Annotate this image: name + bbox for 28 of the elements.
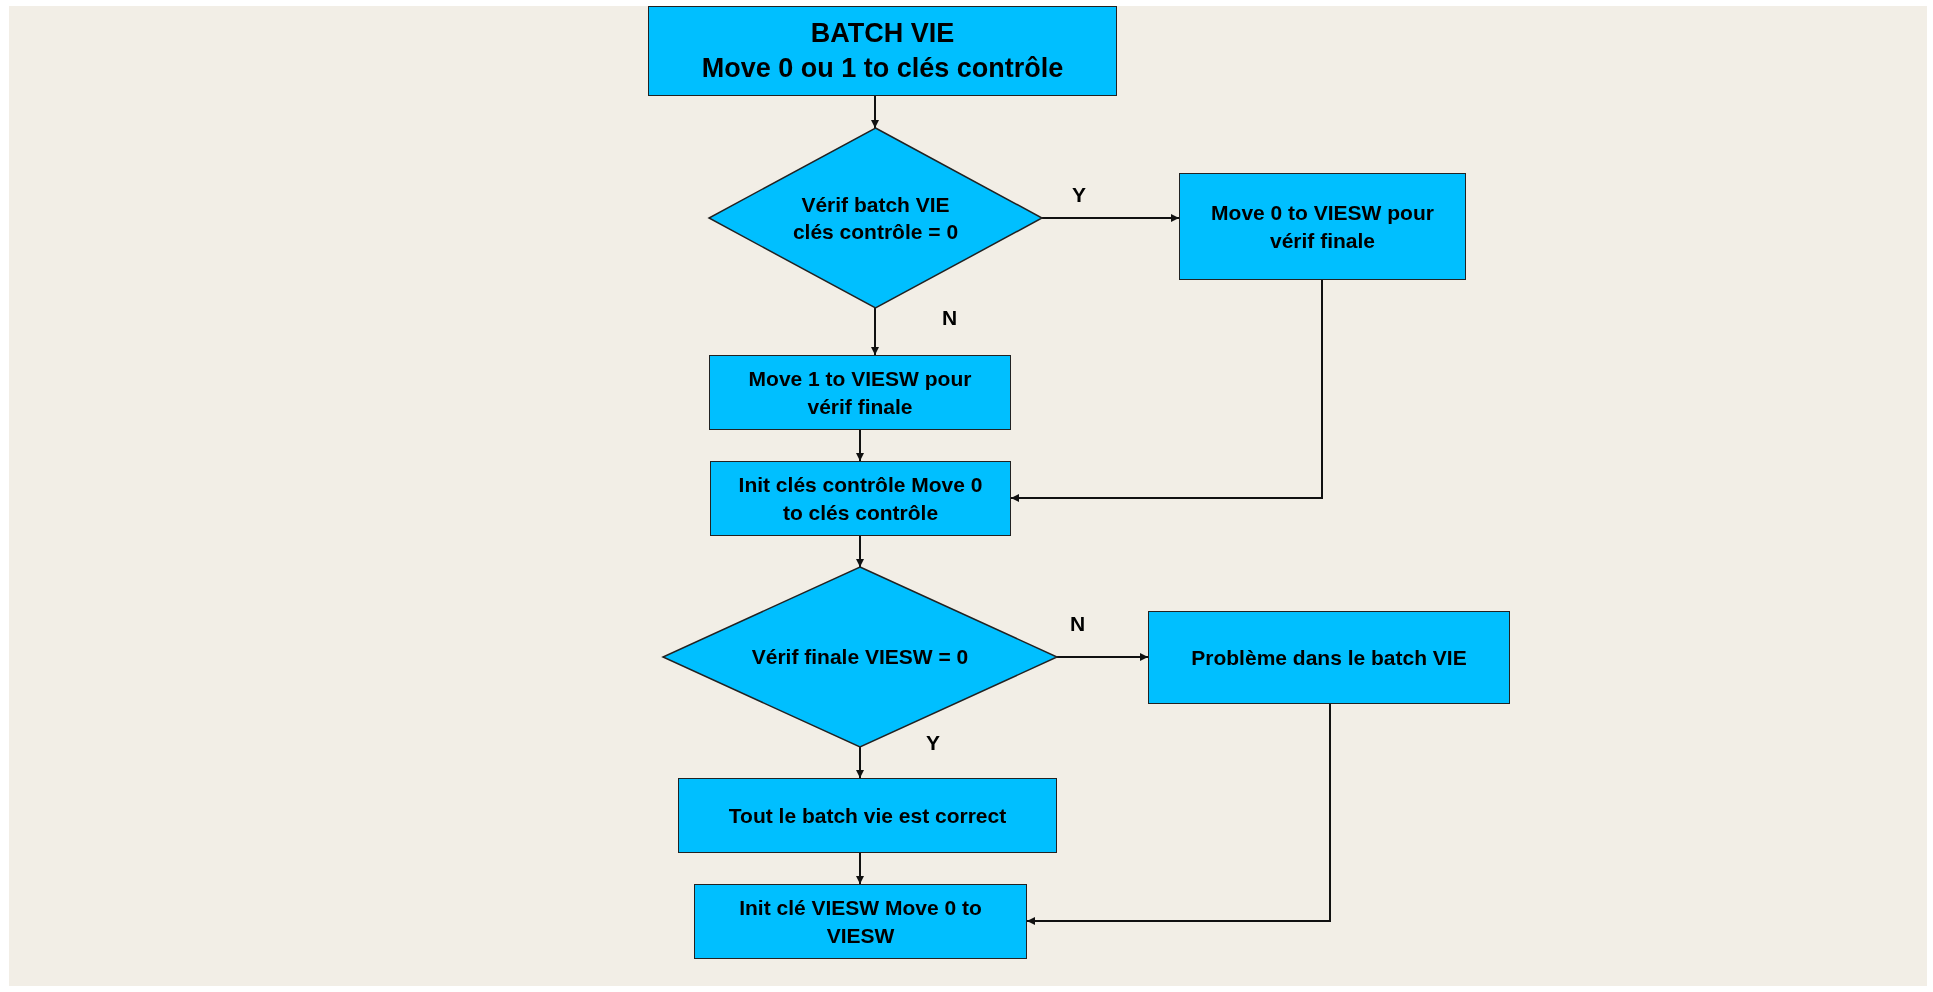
process-box	[710, 461, 1011, 536]
arrow	[856, 746, 864, 779]
box-text: Vérif finale VIESW = 0	[751, 644, 969, 671]
process-box	[648, 6, 1117, 96]
box-heading: BATCH VIE	[810, 16, 955, 50]
box-text: Move 0 ou 1 to clés contrôle	[701, 52, 1064, 85]
arrow	[856, 852, 864, 885]
decision-diamond	[709, 128, 1042, 308]
box-text: Vérif batch VIE clés contrôle = 0	[791, 191, 960, 245]
process-box	[1148, 611, 1510, 704]
arrow	[856, 429, 864, 462]
arrow	[871, 307, 879, 356]
box-text: Move 1 to VIESW pour vérif finale	[747, 366, 973, 420]
box-text: Init clé VIESW Move 0 to VIESW	[738, 895, 983, 949]
arrow	[1056, 653, 1149, 661]
arrow	[1026, 703, 1331, 925]
arrow	[856, 535, 864, 568]
arrow	[1010, 279, 1323, 502]
box-text: Move 0 to VIESW pour vérif finale	[1210, 200, 1435, 254]
box-text: Problème dans le batch VIE	[1191, 644, 1467, 671]
box-text: Tout le batch vie est correct	[728, 802, 1007, 829]
process-box	[1179, 173, 1466, 280]
process-box	[678, 778, 1057, 853]
process-box	[694, 884, 1027, 959]
process-box	[709, 355, 1011, 430]
box-text: Init clés contrôle Move 0 to clés contrôle	[737, 472, 984, 526]
arrow	[1041, 214, 1180, 222]
arrow	[871, 95, 879, 129]
